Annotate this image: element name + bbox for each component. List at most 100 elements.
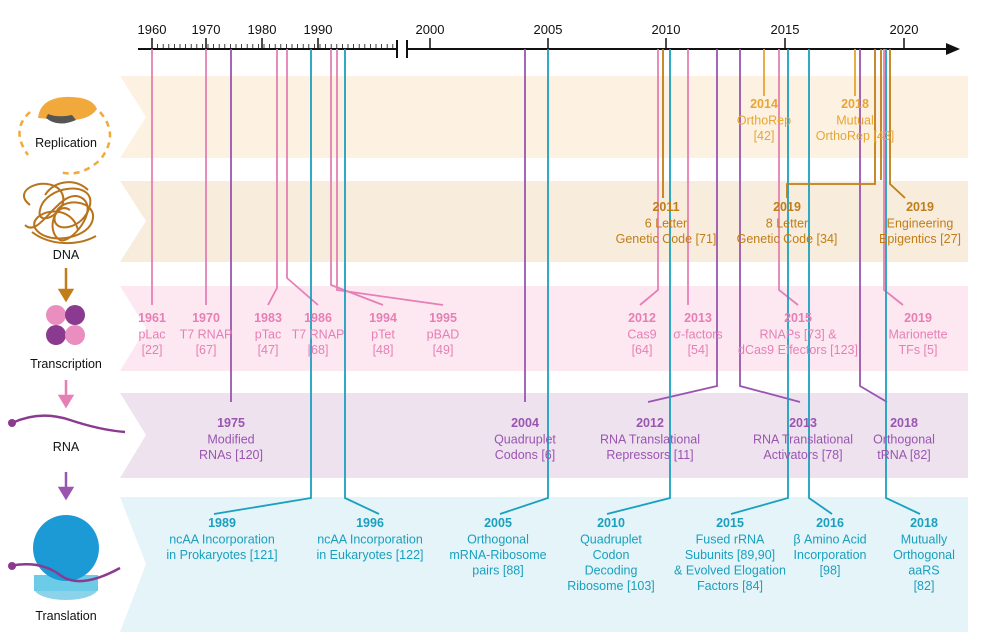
- event-description-line: Orthogonal: [467, 533, 529, 547]
- event-year: 2005: [484, 516, 512, 530]
- event-description-line: Incorporation: [794, 548, 867, 562]
- event-description-line: [68]: [308, 343, 329, 357]
- event-description-line: Mutual: [836, 114, 874, 128]
- event-description-line: [49]: [433, 343, 454, 357]
- event-description-line: Genetic Code [34]: [737, 232, 838, 246]
- axis-arrowhead: [946, 43, 960, 55]
- row-label-replication: Replication: [35, 136, 97, 150]
- event-description-line: [54]: [688, 343, 709, 357]
- event-description-line: OrthoRep: [737, 114, 791, 128]
- band-translation: [120, 497, 968, 632]
- event-year: 2013: [789, 416, 817, 430]
- replication-icon: [18, 96, 112, 175]
- event-year: 2013: [684, 311, 712, 325]
- event-connector-line: [286, 49, 319, 306]
- transcription-icon: [46, 305, 85, 345]
- event-description-line: [48]: [373, 343, 394, 357]
- event-connector-line: [739, 49, 801, 403]
- event-description-line: Marionette: [888, 328, 947, 342]
- event-connector-line: [885, 49, 921, 515]
- event-connector-line: [730, 49, 789, 515]
- axis-year-label: 1980: [248, 22, 277, 37]
- band-dna: [120, 181, 968, 262]
- ribosome-icon: [8, 515, 121, 600]
- event-connector-line: [344, 49, 380, 515]
- event-description-line: ncAA Incorporation: [317, 533, 423, 547]
- event-connector-line: [267, 49, 278, 306]
- event-year: 2019: [773, 200, 801, 214]
- event-description-line: T7 RNAP: [292, 328, 345, 342]
- event-connector-line: [889, 49, 906, 199]
- event-year: 1996: [356, 516, 384, 530]
- event-year: 2019: [906, 200, 934, 214]
- event-year: 1970: [192, 311, 220, 325]
- event-year: 2018: [910, 516, 938, 530]
- event-description-line: σ-factors: [673, 328, 722, 342]
- event-year: 2019: [904, 311, 932, 325]
- event-description-line: in Eukaryotes [122]: [316, 548, 423, 562]
- row-label-transcription: Transcription: [30, 357, 102, 371]
- row-label-rna: RNA: [53, 440, 80, 454]
- event-description-line: RNAPs [73] &: [759, 328, 837, 342]
- event-year: 2012: [636, 416, 664, 430]
- rna-icon: [8, 414, 126, 434]
- event-description-line: [64]: [632, 343, 653, 357]
- event-description-line: pBAD: [427, 328, 460, 342]
- dna-icon: [23, 181, 97, 245]
- event-description-line: [22]: [142, 343, 163, 357]
- event-description-line: pairs [88]: [472, 564, 523, 578]
- event-description-line: pTet: [371, 328, 395, 342]
- event-year: 2018: [841, 97, 869, 111]
- rna-to-translation-arrow: [57, 472, 75, 501]
- event-year: 2010: [597, 516, 625, 530]
- event-description-line: aaRS: [908, 564, 939, 578]
- row-label-translation: Translation: [35, 609, 96, 623]
- event-connector-line: [639, 49, 659, 306]
- axis-year-label: 2005: [534, 22, 563, 37]
- event-description-line: Codons [6]: [495, 448, 555, 462]
- event-label-transcription: 1995 pBAD[49]: [427, 311, 460, 357]
- event-connector-line: [778, 49, 799, 306]
- axis-year-label: 2000: [416, 22, 445, 37]
- event-description-line: RNA Translational: [753, 433, 853, 447]
- event-description-line: Decoding: [585, 564, 638, 578]
- row-bands: [120, 76, 968, 632]
- event-connector-line: [883, 49, 904, 306]
- event-connector-line: [336, 49, 444, 306]
- event-description-line: Mutually: [901, 533, 948, 547]
- event-year: 1994: [369, 311, 397, 325]
- event-year: 2011: [652, 200, 679, 214]
- event-year: 2015: [716, 516, 744, 530]
- dna-to-transcription-arrow: [57, 268, 75, 303]
- event-label-transcription: 1994 pTet[48]: [369, 311, 397, 357]
- event-description-line: mRNA-Ribosome: [449, 548, 546, 562]
- event-description-line: Subunits [89,90]: [685, 548, 775, 562]
- event-description-line: OrthoRep [43]: [816, 129, 895, 143]
- row-label-dna: DNA: [53, 248, 80, 262]
- event-description-line: [47]: [258, 343, 279, 357]
- event-description-line: Codon: [593, 548, 630, 562]
- event-connectors: [151, 49, 921, 515]
- event-description-line: TFs [5]: [899, 343, 938, 357]
- event-connector-line: [808, 49, 833, 515]
- event-connector-line: [499, 49, 549, 515]
- event-year: 1995: [429, 311, 457, 325]
- transcription-to-rna-arrow: [57, 380, 75, 409]
- row-icons: [8, 96, 126, 600]
- event-description-line: & Evolved Elogation: [674, 564, 786, 578]
